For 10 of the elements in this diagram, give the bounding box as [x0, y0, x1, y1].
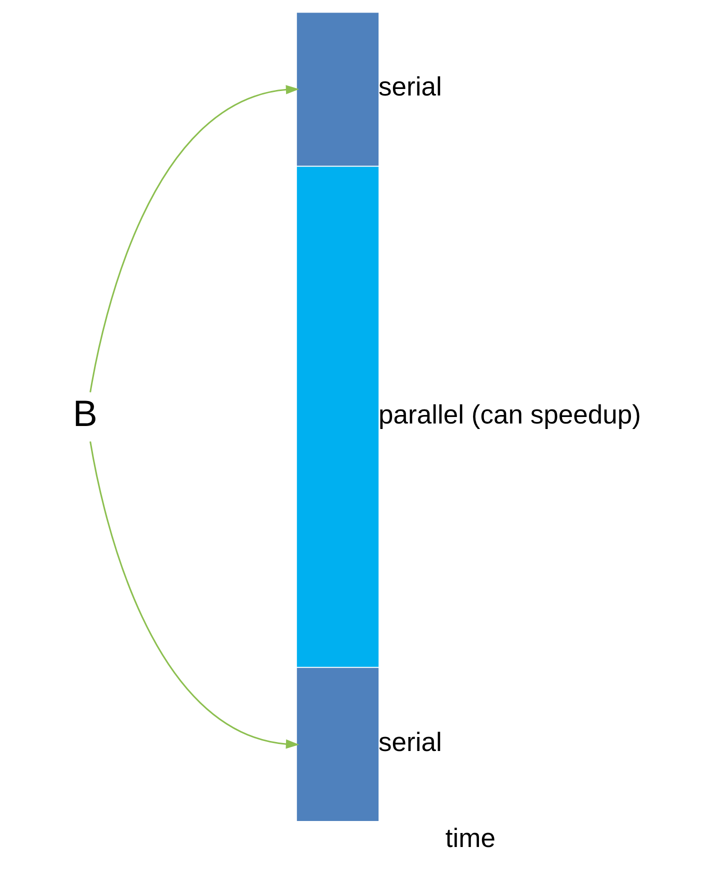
- node-label: serial: [378, 72, 442, 102]
- arrow: [90, 441, 300, 749]
- node-bar: [296, 12, 379, 166]
- node-text: B: [72, 392, 98, 434]
- node-label: parallel (can speedup): [378, 399, 641, 430]
- label: time: [445, 822, 496, 853]
- node-bar: [296, 668, 379, 822]
- node-bar: [296, 166, 379, 667]
- node-label: serial: [378, 726, 442, 757]
- arrow: [90, 85, 300, 392]
